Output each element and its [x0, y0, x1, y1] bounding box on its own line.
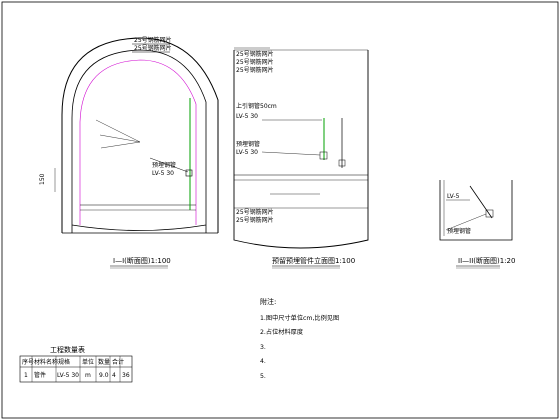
quantity-table — [19, 355, 133, 383]
table-header: 序号 — [22, 358, 34, 366]
table-header: 材料名称 — [34, 358, 58, 366]
table-header: 单位 — [82, 358, 94, 366]
table-cell: 管件 — [34, 371, 46, 379]
label: LV-5 30 — [236, 149, 258, 156]
note-item: 5. — [260, 372, 266, 380]
label: 25号钢筋网片 — [236, 208, 274, 216]
table-cell: 36 — [122, 372, 130, 379]
label: 25号钢筋网片 — [134, 36, 172, 44]
label: 25号钢筋网片 — [134, 44, 172, 52]
label: 预埋钢管 — [447, 227, 471, 235]
label: 预埋钢管 — [236, 140, 260, 148]
label: 25号钢筋网片 — [236, 66, 274, 74]
view-2-title: 预留预埋管件立面图1:100 — [272, 256, 355, 265]
view-1-section — [54, 37, 219, 269]
label: 预埋钢管 — [152, 161, 176, 169]
note-item: 4. — [260, 358, 266, 365]
table-title: 工程数量表 — [50, 345, 85, 354]
table-header: 数量 — [98, 358, 110, 366]
label: 25号钢筋网片 — [236, 50, 274, 58]
table-cell: 9.0 — [99, 372, 109, 379]
note-item: 1.图中尺寸单位cm,比例见图 — [260, 314, 340, 322]
view-3-title: II—II(断面图)1:20 — [458, 256, 515, 265]
label: LV-5 — [447, 193, 460, 200]
notes-heading: 附注: — [260, 298, 277, 306]
note-item: 2.占位材料厚度 — [260, 329, 304, 336]
label: LV-5 30 — [236, 113, 258, 120]
view-1-title: I—I(断面图)1:100 — [113, 256, 171, 265]
view-3-section — [439, 180, 513, 269]
table-cell: 4 — [112, 372, 116, 379]
table-cell: LV-5 30 — [57, 372, 79, 379]
table-header: 规格 — [58, 358, 70, 366]
view-2-elevation — [233, 47, 369, 269]
dimension-label: 150 — [39, 173, 46, 185]
table-cell: 1 — [24, 372, 28, 379]
note-item: 3. — [260, 343, 266, 351]
label: LV-5 30 — [152, 170, 174, 177]
label: 25号钢筋网片 — [236, 58, 274, 66]
table-cell: m — [85, 372, 91, 379]
label: 25号钢筋网片 — [236, 216, 274, 224]
label: 上引钢管50cm — [236, 102, 277, 110]
table-header: 合计 — [112, 358, 124, 366]
notes-block: 附注: 1.图中尺寸单位cm,比例见图 2.占位材料厚度 3. 4. 5. — [260, 295, 520, 384]
